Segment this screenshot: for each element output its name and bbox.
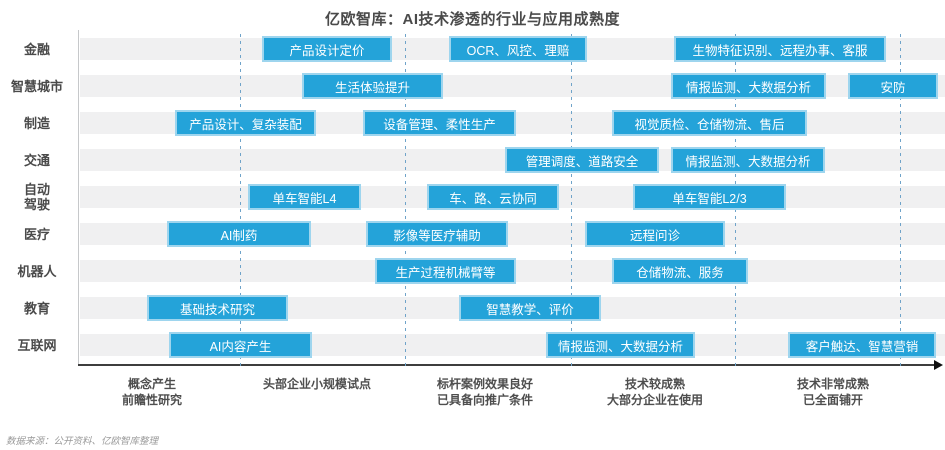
stage-label-line: 大部分企业在使用 [606,393,703,407]
matrix-item: 情报监测、大数据分析 [671,147,825,173]
matrix-item: AI内容产生 [169,332,312,358]
stage-label-line: 标杆案例效果良好 [436,377,533,391]
matrix-item: 基础技术研究 [147,295,288,321]
matrix-item: 视觉质检、仓储物流、售后 [612,110,807,136]
y-axis-line [78,30,79,365]
matrix-item: 情报监测、大数据分析 [671,73,826,99]
row-label: 教育 [0,290,74,326]
row-label: 制造 [0,105,74,141]
row-label: 智慧城市 [0,68,74,104]
stage-label-line: 头部企业小规模试点 [262,377,371,391]
matrix-item: 生产过程机械臂等 [375,258,516,284]
matrix-item: 生活体验提升 [302,73,443,99]
row-label-line: 金融 [23,41,50,57]
matrix-item: 管理调度、道路安全 [505,147,659,173]
matrix-item: 影像等医疗辅助 [366,221,508,247]
stage-label-line: 技术非常成熟 [796,377,869,391]
matrix-item: 仓储物流、服务 [612,258,748,284]
row-label-line: 驾驶 [23,197,50,212]
row-label-line: 教育 [23,300,50,316]
matrix-item: 远程问诊 [585,221,725,247]
row-label: 金融 [0,31,74,67]
row-label-line: 交通 [23,152,50,168]
stage-label-line: 已全面铺开 [802,393,863,407]
stage-divider-line [240,34,241,370]
x-axis-arrow-icon [934,360,943,370]
row-label: 互联网 [0,327,74,363]
row-label: 机器人 [0,253,74,289]
matrix-item: 车、路、云协同 [427,184,559,210]
row-label-line: 机器人 [17,263,57,279]
matrix-item: AI制药 [167,221,311,247]
stage-label-line: 前瞻性研究 [121,393,182,407]
row-label: 自动驾驶 [0,179,74,215]
stage-label: 技术较成熟大部分企业在使用 [563,376,747,408]
matrix-item: OCR、风控、理赔 [449,36,587,62]
matrix-item: 客户触达、智慧营销 [788,332,936,358]
stage-label-line: 概念产生 [127,377,176,391]
matrix-item: 单车智能L4 [248,184,361,210]
stage-label-line: 技术较成熟 [624,377,685,391]
data-source-note: 数据来源：公开资料、亿欧智库整理 [6,437,159,447]
matrix-item: 产品设计、复杂装配 [175,110,316,136]
matrix-item: 产品设计定价 [262,36,392,62]
matrix-item: 安防 [848,73,938,99]
matrix-item: 设备管理、柔性生产 [363,110,516,136]
stage-label: 标杆案例效果良好已具备向推广条件 [393,376,577,408]
chart-title: 亿欧智库：AI技术渗透的行业与应用成熟度 [324,11,620,28]
stage-label: 概念产生前瞻性研究 [60,376,244,408]
row-label-line: 互联网 [17,337,57,353]
row-label: 医疗 [0,216,74,252]
row-label-line: 制造 [23,115,50,131]
matrix-item: 生物特征识别、远程办事、客服 [674,36,886,62]
matrix-item: 单车智能L2/3 [633,184,786,210]
stage-label-line: 已具备向推广条件 [436,393,533,407]
stage-divider-line [900,34,901,370]
x-axis-line [78,364,936,366]
row-label-line: 自动 [23,182,50,197]
matrix-item: 智慧教学、评价 [459,295,601,321]
row-label-line: 医疗 [23,226,50,242]
stage-divider-line [405,34,406,370]
matrix-item: 情报监测、大数据分析 [546,332,695,358]
row-label: 交通 [0,142,74,178]
stage-divider-line [571,34,572,370]
stage-label: 头部企业小规模试点 [225,376,409,392]
stage-label: 技术非常成熟已全面铺开 [741,376,925,408]
row-label-line: 智慧城市 [10,78,63,94]
